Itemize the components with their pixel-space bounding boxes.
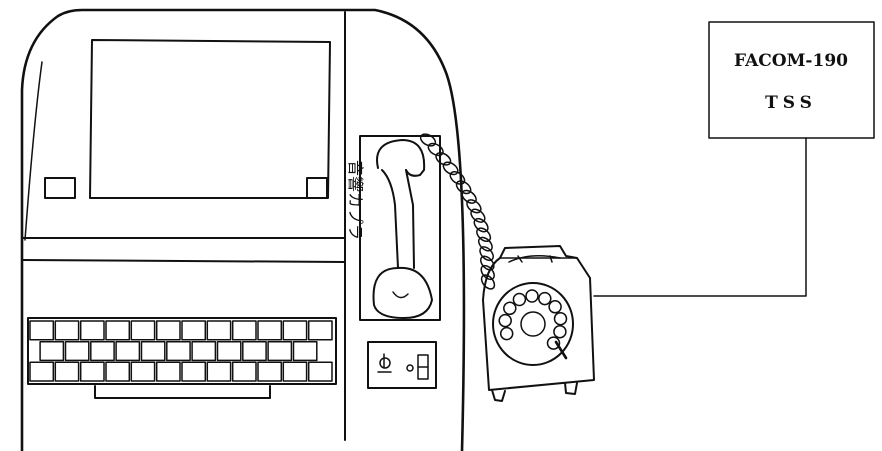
acoustic-coupler: 音響カプラ <box>346 135 441 389</box>
keyboard-key <box>307 361 333 382</box>
server-box: FACOM-190 TSS <box>708 21 875 139</box>
keyboard-key <box>231 361 257 382</box>
dial-hole <box>512 292 527 307</box>
keyboard-key <box>90 340 115 362</box>
keyboard-keys <box>29 320 333 382</box>
keyboard-key <box>39 340 65 362</box>
keyboard-key <box>54 320 80 341</box>
keyboard-key <box>64 340 90 362</box>
dial-hole <box>503 301 517 316</box>
keyboard-key <box>242 340 267 362</box>
keyboard-key <box>79 320 105 341</box>
keyboard-key <box>257 361 283 382</box>
keyboard-key <box>105 361 131 382</box>
dial-hole <box>548 300 562 314</box>
dial-holes <box>498 289 568 350</box>
cord-coil <box>449 170 466 185</box>
keyboard-key <box>267 340 293 362</box>
keyboard-key <box>155 361 181 382</box>
printer-paper <box>44 39 331 199</box>
keyboard-key <box>181 320 207 341</box>
dial-hole <box>498 313 512 328</box>
server-mode: TSS <box>765 93 817 113</box>
keyboard-key <box>130 361 156 382</box>
keyboard-key <box>29 361 55 382</box>
keyboard-key <box>166 340 191 362</box>
coupler-label: 音響カプラ <box>346 160 365 240</box>
dial-hole <box>553 324 567 339</box>
dial-hole <box>499 326 514 341</box>
keyboard-key <box>79 361 105 382</box>
server-name: FACOM-190 <box>734 51 848 71</box>
teletype-terminal <box>20 8 466 451</box>
coupler-handset <box>372 139 433 319</box>
dial-hole <box>538 291 552 306</box>
keyboard-key <box>130 320 156 341</box>
keyboard-key <box>231 320 257 341</box>
keyboard-key <box>206 361 232 382</box>
telephone <box>482 245 595 402</box>
keyboard-key <box>282 361 308 382</box>
phone-line <box>593 137 807 297</box>
keyboard-key <box>54 361 80 382</box>
keyboard <box>27 317 337 399</box>
switch-panel <box>367 341 437 389</box>
dial-hole <box>553 311 568 326</box>
keyboard-key <box>155 320 181 341</box>
keyboard-key <box>292 340 318 362</box>
keyboard-key <box>282 320 308 341</box>
keyboard-key <box>257 320 283 341</box>
keyboard-key <box>206 320 232 341</box>
keyboard-key <box>307 320 333 341</box>
keyboard-key <box>29 320 55 341</box>
dial-hole <box>525 289 539 303</box>
cord-coil <box>455 180 472 195</box>
keyboard-key <box>140 340 166 362</box>
keyboard-key <box>105 320 131 341</box>
rotary-dial <box>492 282 574 366</box>
keyboard-key <box>115 340 141 362</box>
cord-coil <box>466 199 482 214</box>
keyboard-key <box>216 340 242 362</box>
dial-hole <box>546 336 561 350</box>
keyboard-key <box>191 340 217 362</box>
coiled-cord <box>419 133 496 290</box>
keyboard-key <box>181 361 207 382</box>
